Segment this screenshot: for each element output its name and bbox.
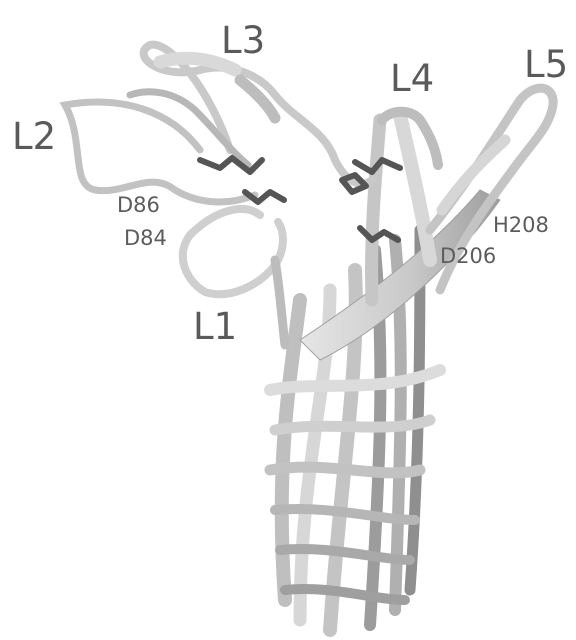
loop-l2 — [65, 92, 255, 202]
loop-label-l1: L1 — [193, 308, 237, 345]
residue-label-d86: D86 — [117, 195, 160, 216]
residue-label-d206: D206 — [440, 246, 496, 267]
loop-label-l5: L5 — [524, 46, 568, 83]
loop-label-l3: L3 — [221, 22, 265, 59]
residue-label-h208: H208 — [493, 215, 549, 236]
residue-label-d84: D84 — [124, 228, 167, 249]
loop-label-l4: L4 — [390, 60, 434, 97]
loop-label-l2: L2 — [12, 118, 56, 155]
